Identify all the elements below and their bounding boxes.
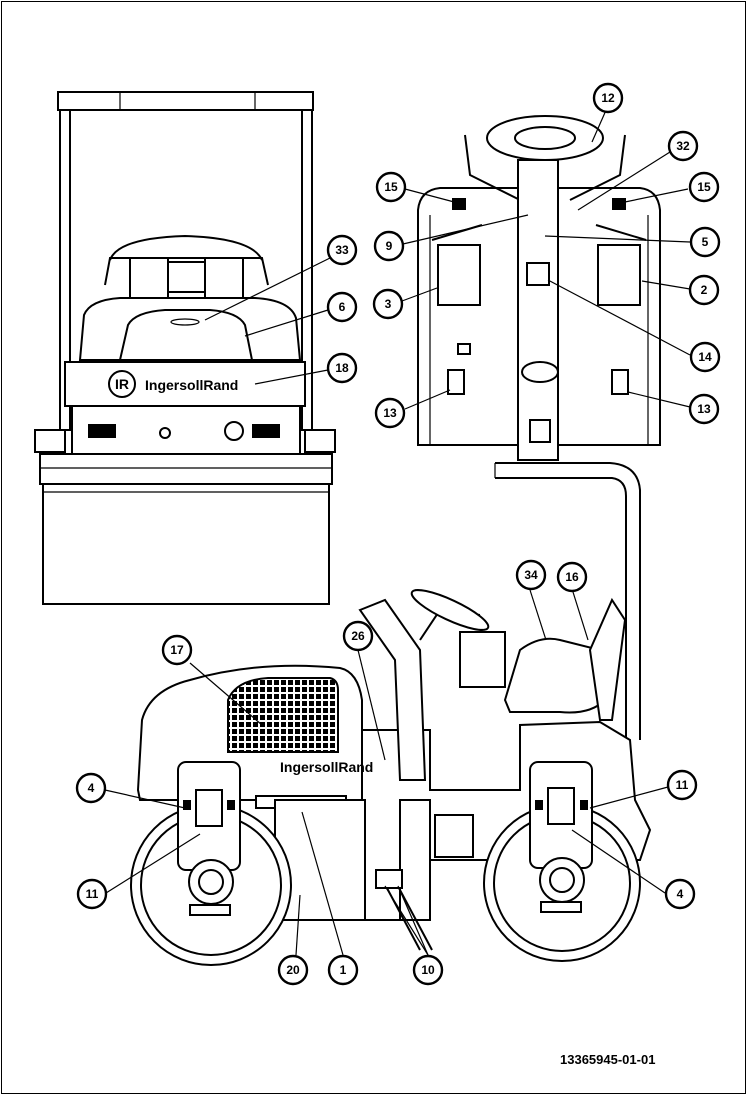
callout-11-left: 11 [76, 878, 108, 910]
callout-34: 34 [515, 559, 547, 591]
callout-33: 33 [326, 234, 358, 266]
svg-text:13: 13 [383, 406, 397, 420]
side-brand-name: IngersollRand [280, 759, 373, 775]
drawing-number: 13365945-01-01 [560, 1052, 656, 1067]
callout-13-left: 13 [374, 397, 406, 429]
callout-20: 20 [277, 954, 309, 986]
svg-text:13: 13 [697, 402, 711, 416]
callout-9: 9 [373, 230, 405, 262]
callout-1: 1 [327, 954, 359, 986]
svg-text:9: 9 [386, 239, 393, 253]
front-view: IR IngersollRand [34, 91, 336, 605]
svg-text:4: 4 [88, 781, 95, 795]
svg-text:16: 16 [565, 570, 579, 584]
svg-text:6: 6 [339, 300, 346, 314]
callout-12: 12 [592, 82, 624, 114]
callout-17: 17 [161, 634, 193, 666]
callout-26: 26 [342, 620, 374, 652]
top-view [417, 115, 661, 461]
callout-2: 2 [688, 274, 720, 306]
svg-text:14: 14 [698, 350, 712, 364]
svg-text:4: 4 [677, 887, 684, 901]
callout-4-left: 4 [75, 772, 107, 804]
svg-text:15: 15 [697, 180, 711, 194]
svg-text:32: 32 [676, 139, 690, 153]
svg-text:18: 18 [335, 361, 349, 375]
svg-text:15: 15 [384, 180, 398, 194]
svg-text:12: 12 [601, 91, 615, 105]
callout-15-left: 15 [375, 171, 407, 203]
svg-text:20: 20 [286, 963, 300, 977]
ir-logo-text: IR [115, 376, 129, 392]
callout-4-right: 4 [664, 878, 696, 910]
svg-text:5: 5 [702, 235, 709, 249]
ir-logo-icon [108, 370, 136, 398]
svg-text:10: 10 [421, 963, 435, 977]
svg-text:11: 11 [86, 887, 99, 901]
callout-13-right: 13 [688, 393, 720, 425]
leader-lines [104, 107, 691, 956]
callout-15-right: 15 [688, 171, 720, 203]
brand-name: IngersollRand [145, 377, 238, 393]
svg-text:33: 33 [335, 243, 349, 257]
callout-10: 10 [412, 954, 444, 986]
svg-text:1: 1 [340, 963, 347, 977]
svg-text:17: 17 [170, 643, 184, 657]
svg-text:2: 2 [701, 283, 708, 297]
callout-11-right: 11 [666, 769, 698, 801]
side-view: IngersollRand [130, 462, 652, 966]
callout-32: 32 [667, 130, 699, 162]
callout-3: 3 [372, 288, 404, 320]
svg-text:34: 34 [524, 568, 538, 582]
callout-6: 6 [326, 291, 358, 323]
callout-5: 5 [689, 226, 721, 258]
svg-text:26: 26 [351, 629, 365, 643]
callout-18: 18 [326, 352, 358, 384]
callout-14: 14 [689, 341, 721, 373]
svg-text:3: 3 [385, 297, 392, 311]
svg-text:11: 11 [676, 778, 689, 792]
engine-grille [227, 677, 339, 753]
callout-16: 16 [556, 561, 588, 593]
